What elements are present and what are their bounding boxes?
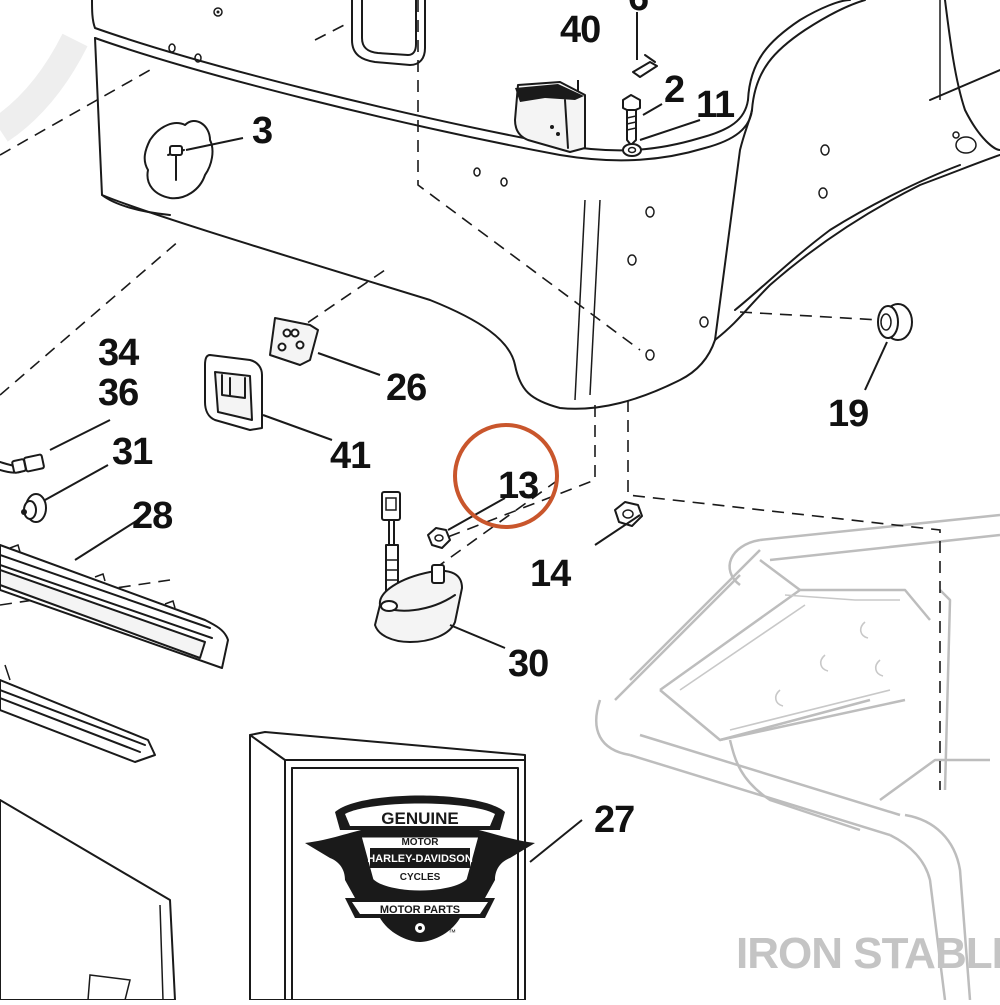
part-30-sensor-module [374, 491, 463, 643]
callout-14: 14 [530, 553, 571, 595]
callout-labels: 40 6 2 11 3 34 36 31 28 26 41 13 14 30 1… [98, 0, 869, 841]
part-13-nut [427, 527, 451, 549]
logo-cycles-text: CYCLES [400, 872, 441, 883]
logo-trademark: ™ [448, 928, 456, 937]
part-40-latch-block [514, 81, 586, 153]
callout-31: 31 [112, 431, 153, 473]
logo-harley-davidson-text: HARLEY-DAVIDSON [367, 853, 473, 865]
assembly-guide-lines [0, 0, 941, 790]
part-14-nut [614, 501, 643, 527]
callout-6: 6 [628, 0, 648, 19]
part-26-rubber-pad [269, 317, 319, 366]
manual-book [0, 799, 176, 1001]
callout-26: 26 [386, 367, 426, 409]
part-41-latch-striker [204, 354, 263, 431]
callout-40: 40 [560, 9, 600, 51]
callout-27: 27 [594, 799, 634, 841]
luggage-rack-ghost [595, 513, 1000, 1001]
genuine-motor-parts-logo: GENUINE MOTOR HARLEY-DAVIDSON CYCLES MOT… [305, 795, 535, 942]
corner-watermark-arc [0, 33, 88, 142]
callout-41: 41 [330, 435, 371, 477]
part-2-bolt [622, 94, 641, 146]
iron-stable-watermark: IRON STABLE [736, 929, 1000, 978]
part-28-light-lens [0, 544, 229, 669]
logo-motor-parts-text: MOTOR PARTS [380, 904, 460, 916]
callout-34: 34 [98, 332, 139, 374]
callout-3: 3 [252, 110, 272, 152]
part-3-lock-screw [143, 120, 214, 200]
callout-11: 11 [696, 84, 735, 126]
trim-strip [0, 664, 156, 763]
highlight-circle-part-13 [453, 423, 559, 529]
callout-leaders [44, 12, 888, 863]
callout-28: 28 [132, 495, 172, 537]
callout-30: 30 [508, 643, 548, 685]
callout-13: 13 [498, 465, 538, 507]
callout-19: 19 [828, 393, 868, 435]
part-34-36-wire-connector [0, 453, 45, 474]
logo-motor-text: MOTOR [401, 837, 439, 848]
part-11-washer [622, 143, 642, 157]
part-19-grommet [877, 303, 913, 341]
logo-genuine-text: GENUINE [381, 809, 458, 828]
part-6-screw [632, 54, 658, 78]
tour-pak-case [91, 0, 1000, 410]
part-31-grommet [21, 493, 47, 523]
callout-2: 2 [664, 69, 684, 111]
callout-36: 36 [98, 372, 138, 414]
